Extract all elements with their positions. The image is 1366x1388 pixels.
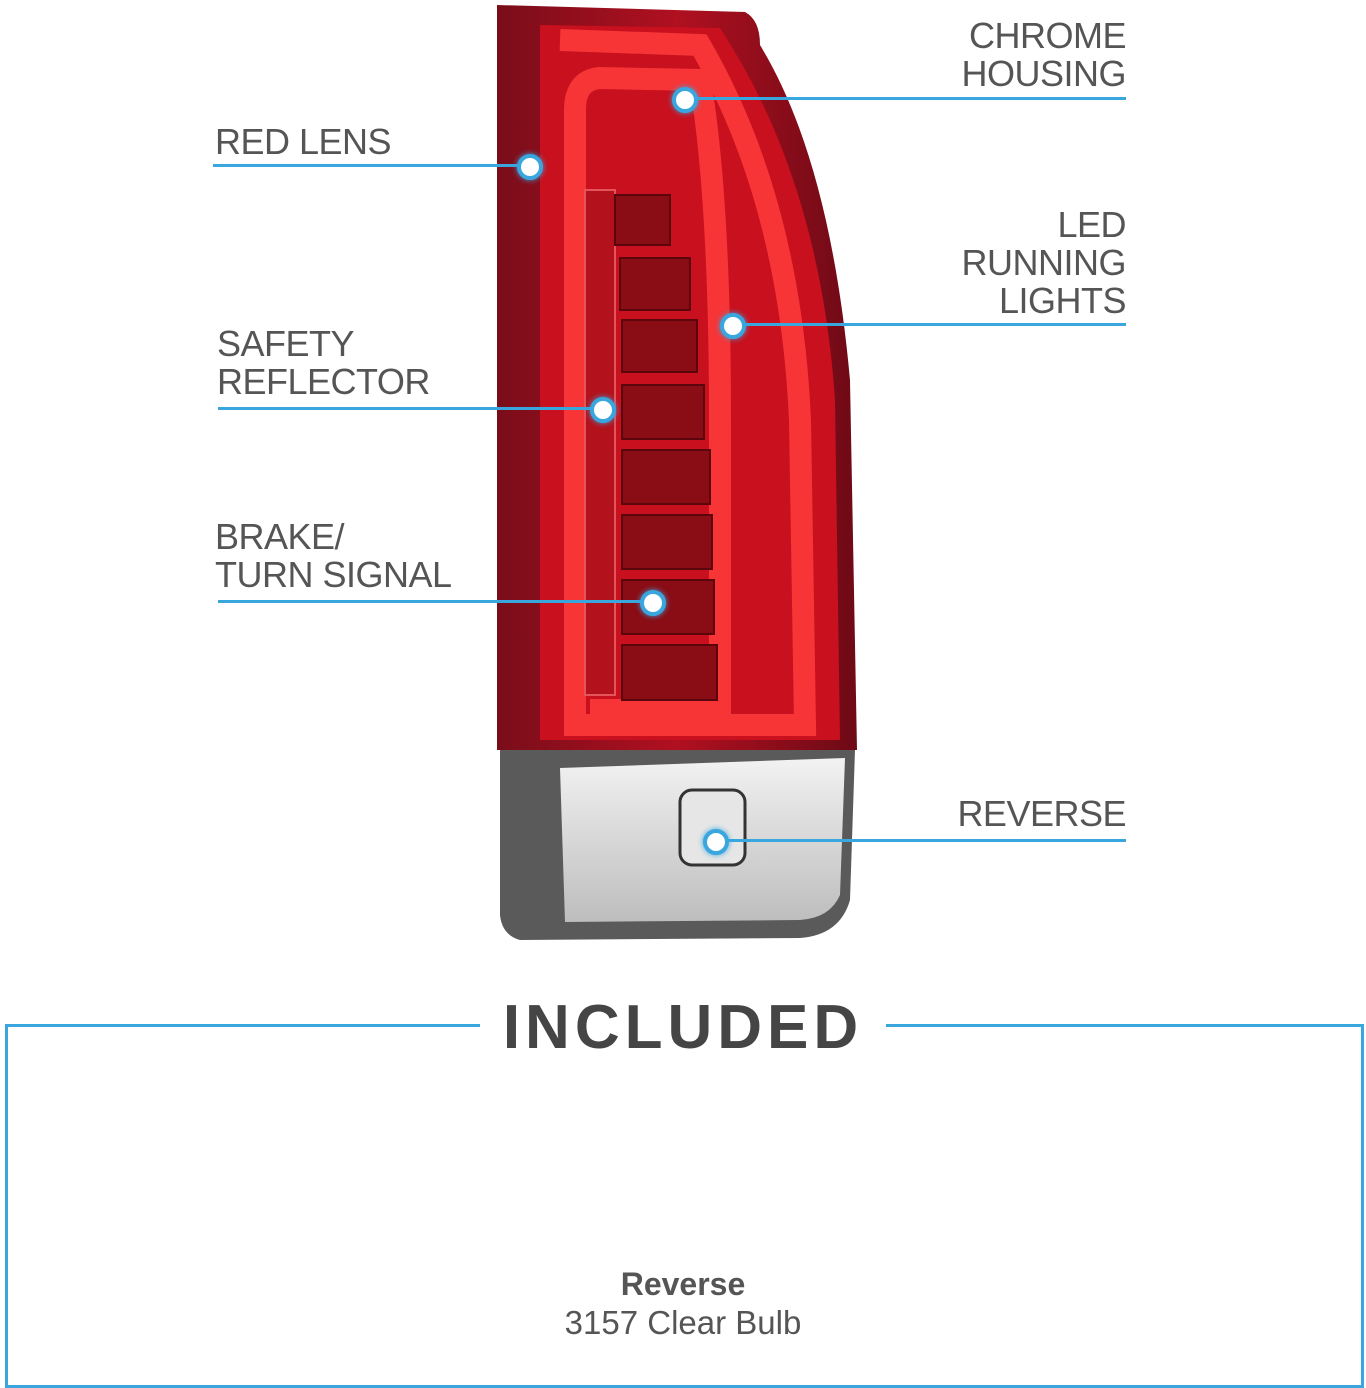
light-bar [559,29,817,736]
callout-safety-reflector: SAFETY REFLECTOR [217,325,430,401]
callout-line [683,97,1126,100]
callout-dot [720,313,746,339]
included-title: INCLUDED [502,993,864,1062]
callout-brake-turn-signal: BRAKE/ TURN SIGNAL [215,518,452,594]
callout-reverse: REVERSE [957,793,1126,834]
callout-line [218,407,601,410]
label-line: CHROME [969,15,1127,56]
label-line: HOUSING [961,53,1126,94]
tail-light-illustration [497,5,857,940]
reflector-strip [584,189,616,696]
label-line: REFLECTOR [217,361,430,402]
led-array [614,194,718,701]
callout-line [731,323,1126,326]
label-line: SAFETY [217,323,355,364]
callout-line [218,600,651,603]
callout-dot [672,87,698,113]
callout-line [714,839,1126,842]
included-title-gap [480,1010,886,1040]
callout-dot [517,154,543,180]
callout-chrome-housing: CHROME HOUSING [900,17,1126,93]
included-item-name: Reverse [620,1266,746,1302]
callout-dot [703,829,729,855]
callout-dot [640,590,666,616]
callout-red-lens: RED LENS [215,121,392,162]
callout-led-running-lights: LED RUNNING LIGHTS [900,204,1127,321]
label-line: LED [1057,204,1126,245]
callout-line [213,164,528,167]
label-line: RUNNING [961,242,1127,283]
label-line: LIGHTS [998,280,1127,321]
callout-dot [590,397,616,423]
label-line: TURN SIGNAL [215,554,452,595]
included-item-description: 3157 Clear Bulb [564,1304,802,1341]
label-line: BRAKE/ [215,516,345,557]
reverse-bulb-socket [678,788,747,867]
